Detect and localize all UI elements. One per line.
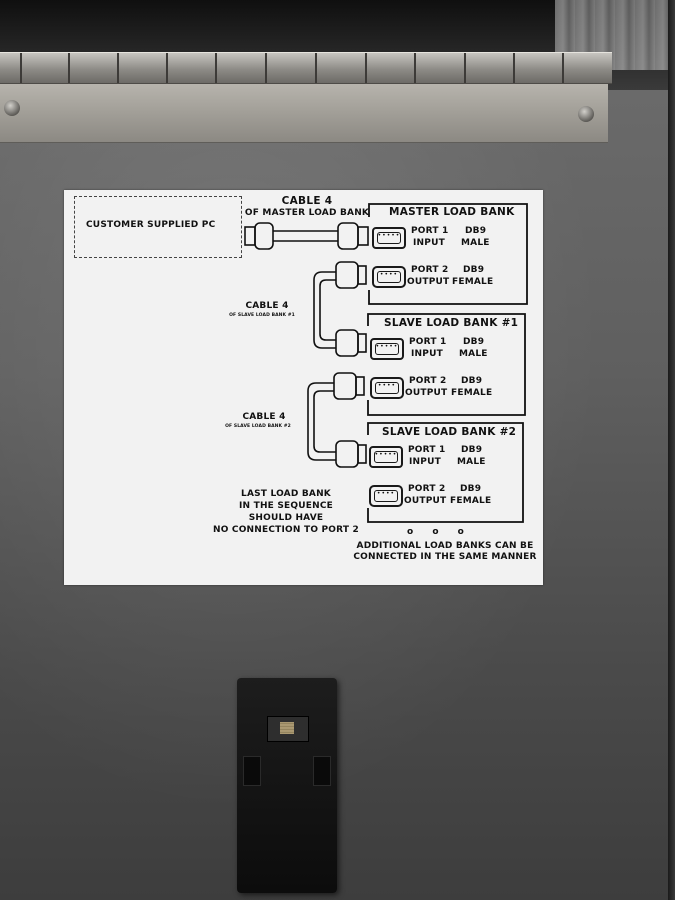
hinge-knuckle — [166, 53, 168, 83]
wiring-label: CUSTOMER SUPPLIED PC CABLE 4 OF MASTER L… — [64, 190, 543, 585]
db9-female-icon: •••• — [369, 485, 403, 507]
slave1-title: SLAVE LOAD BANK #1 — [384, 317, 519, 329]
db9-female-icon: •••• — [370, 377, 404, 399]
hinge-knuckle — [315, 53, 317, 83]
master-input: INPUT — [413, 238, 445, 248]
last-note-line1: LAST LOAD BANK — [241, 489, 331, 499]
cable4-subtitle: OF MASTER LOAD BANK — [244, 208, 370, 218]
db9-male-icon: ••••• — [372, 227, 406, 249]
slave1-db9-2: DB9 — [461, 376, 483, 386]
hinge-knuckle — [68, 53, 70, 83]
screw-left — [4, 100, 20, 116]
db9-male-icon: ••••• — [370, 338, 404, 360]
cabinet-edge — [668, 0, 675, 900]
slave1-port2: PORT 2 — [409, 376, 447, 386]
hinge-knuckle — [365, 53, 367, 83]
master-output: OUTPUT — [407, 277, 450, 287]
hinge-knuckle — [265, 53, 267, 83]
master-female: FEMALE — [452, 277, 494, 287]
cable4-title: CABLE 4 — [281, 195, 333, 207]
hinge-knuckle — [215, 53, 217, 83]
cable4-slave1-title: CABLE 4 — [245, 301, 289, 311]
cable4-slave2-title: CABLE 4 — [242, 412, 286, 422]
hinge-plate — [0, 82, 608, 143]
clip-tab-right — [313, 756, 331, 786]
master-db9-1: DB9 — [465, 226, 487, 236]
slave1-input: INPUT — [411, 349, 443, 359]
slave2-input: INPUT — [409, 457, 441, 467]
master-db9-2: DB9 — [463, 265, 485, 275]
slave2-port1: PORT 1 — [408, 445, 446, 455]
slave1-female: FEMALE — [451, 388, 493, 398]
cable4-slave1-subtitle: OF SLAVE LOAD BANK #1 — [229, 313, 295, 318]
continuation-dots: o o o — [407, 527, 472, 537]
cable4-slave2-subtitle: OF SLAVE LOAD BANK #2 — [225, 424, 291, 429]
slave2-db9-2: DB9 — [460, 484, 482, 494]
slave2-female: FEMALE — [450, 496, 492, 506]
slave2-output: OUTPUT — [404, 496, 447, 506]
last-note-line2: IN THE SEQUENCE — [239, 501, 333, 511]
master-male: MALE — [461, 238, 490, 248]
additional-note-line2: CONNECTED IN THE SAME MANNER — [353, 552, 537, 562]
customer-pc-text: CUSTOMER SUPPLIED PC — [86, 220, 216, 230]
slave2-male: MALE — [457, 457, 486, 467]
slave1-port1: PORT 1 — [409, 337, 447, 347]
db9-male-icon: ••••• — [369, 446, 403, 468]
hinge-knuckle — [464, 53, 466, 83]
hinge-knuckle — [117, 53, 119, 83]
slave1-output: OUTPUT — [405, 388, 448, 398]
additional-note-line1: ADDITIONAL LOAD BANKS CAN BE — [356, 541, 534, 551]
wiring-diagram — [244, 203, 528, 523]
master-port1: PORT 1 — [411, 226, 449, 236]
screw-right — [578, 106, 594, 122]
hinge-knuckle — [20, 53, 22, 83]
slave2-db9-1: DB9 — [461, 445, 483, 455]
customer-pc-box — [74, 196, 242, 258]
last-note-line4: NO CONNECTION TO PORT 2 — [212, 525, 360, 535]
clip-tab-left — [243, 756, 261, 786]
clip-screw — [280, 722, 294, 734]
hinge-knuckle — [513, 53, 515, 83]
master-title: MASTER LOAD BANK — [389, 206, 515, 218]
slave1-db9-1: DB9 — [463, 337, 485, 347]
db9-female-icon: •••• — [372, 266, 406, 288]
master-port2: PORT 2 — [411, 265, 449, 275]
slave1-male: MALE — [459, 349, 488, 359]
slave2-port2: PORT 2 — [408, 484, 446, 494]
last-note-line3: SHOULD HAVE — [248, 513, 324, 523]
slave2-title: SLAVE LOAD BANK #2 — [382, 426, 517, 438]
hinge-knuckle — [562, 53, 564, 83]
black-mounting-clip — [237, 678, 337, 893]
piano-hinge — [0, 52, 612, 84]
hinge-knuckle — [414, 53, 416, 83]
